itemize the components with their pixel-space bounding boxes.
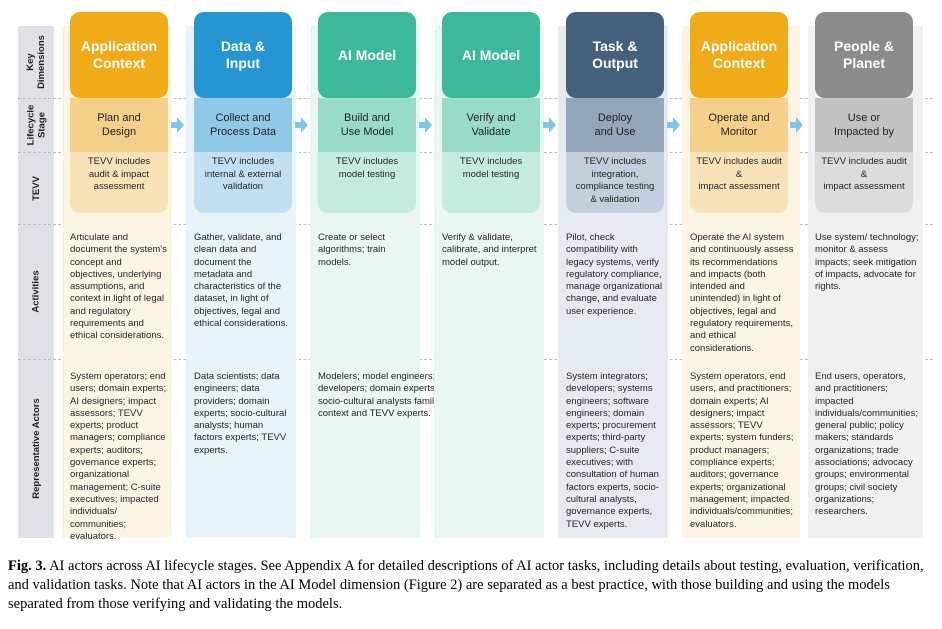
- lifecycle-stage: Plan and Design: [70, 98, 168, 152]
- dimension-header: Application Context: [70, 12, 168, 98]
- lifecycle-stage: Deploy and Use: [566, 98, 664, 152]
- flow-arrow-icon: [667, 117, 680, 133]
- lifecycle-stage: Build and Use Model: [318, 98, 416, 152]
- flow-arrow-icon: [171, 117, 184, 133]
- activities-text: Articulate and document the system's con…: [70, 232, 167, 342]
- actors-text: Data scientists; data engineers; data pr…: [194, 371, 287, 456]
- lifecycle-stage: Collect and Process Data: [194, 98, 292, 152]
- tevv-box: TEVV includes model testing: [318, 152, 416, 213]
- figure-caption: Fig. 3. AI actors across AI lifecycle st…: [8, 557, 938, 614]
- caption-text: AI actors across AI lifecycle stages. Se…: [8, 558, 924, 612]
- row-label-representative-actors: Representative Actors: [30, 398, 42, 499]
- flow-arrow-icon: [543, 117, 556, 133]
- dimension-header: AI Model: [442, 12, 540, 98]
- row-labels: Key Dimensions Lifecycle Stage TEVV Acti…: [18, 26, 54, 538]
- dimension-header: Data & Input: [194, 12, 292, 98]
- actors-text: System integrators; developers; systems …: [566, 371, 659, 530]
- flow-arrow-icon: [419, 117, 432, 133]
- lifecycle-stage: Use or Impacted by: [815, 98, 913, 152]
- activities-text: Operate the AI system and continuously a…: [690, 232, 794, 354]
- dimension-header: Task & Output: [566, 12, 664, 98]
- activities-text: Use system/ technology; monitor & assess…: [815, 232, 919, 293]
- caption-label: Fig. 3.: [8, 558, 47, 574]
- tevv-box: TEVV includes audit & impact assessment: [70, 152, 168, 213]
- tevv-box: TEVV includes integration, compliance te…: [566, 152, 664, 213]
- actors-text: End users, operators, and practitioners;…: [815, 371, 918, 518]
- dimension-header: People & Planet: [815, 12, 913, 98]
- flow-arrow-icon: [790, 117, 803, 133]
- actors-text: System operators; end users; domain expe…: [70, 371, 167, 542]
- tevv-box: TEVV includes audit & impact assessment: [690, 152, 788, 213]
- activities-text: Create or select algorithms; train model…: [318, 232, 386, 268]
- tevv-box: TEVV includes internal & external valida…: [194, 152, 292, 213]
- lifecycle-stage: Verify and Validate: [442, 98, 540, 152]
- dimension-header: AI Model: [318, 12, 416, 98]
- lifecycle-diagram: Key Dimensions Lifecycle Stage TEVV Acti…: [18, 12, 933, 542]
- flow-arrow-icon: [295, 117, 308, 133]
- actors-text-model-span: Modelers; model engineers; data scientis…: [318, 371, 529, 419]
- dimension-header: Application Context: [690, 12, 788, 98]
- row-label-key-dimensions: Key Dimensions: [25, 35, 48, 89]
- row-label-lifecycle-stage: Lifecycle Stage: [25, 104, 48, 146]
- row-label-activities: Activities: [30, 270, 42, 313]
- activities-text: Pilot, check compatibility with legacy s…: [566, 232, 663, 317]
- activities-text: Gather, validate, and clean data and doc…: [194, 232, 288, 330]
- activities-text: Verify & validate, calibrate, and interp…: [442, 232, 537, 268]
- tevv-box: TEVV includes model testing: [442, 152, 540, 213]
- tevv-box: TEVV includes audit & impact assessment: [815, 152, 913, 213]
- actors-text: System operators, end users, and practit…: [690, 371, 794, 530]
- lifecycle-stage: Operate and Monitor: [690, 98, 788, 152]
- row-label-tevv: TEVV: [30, 175, 42, 201]
